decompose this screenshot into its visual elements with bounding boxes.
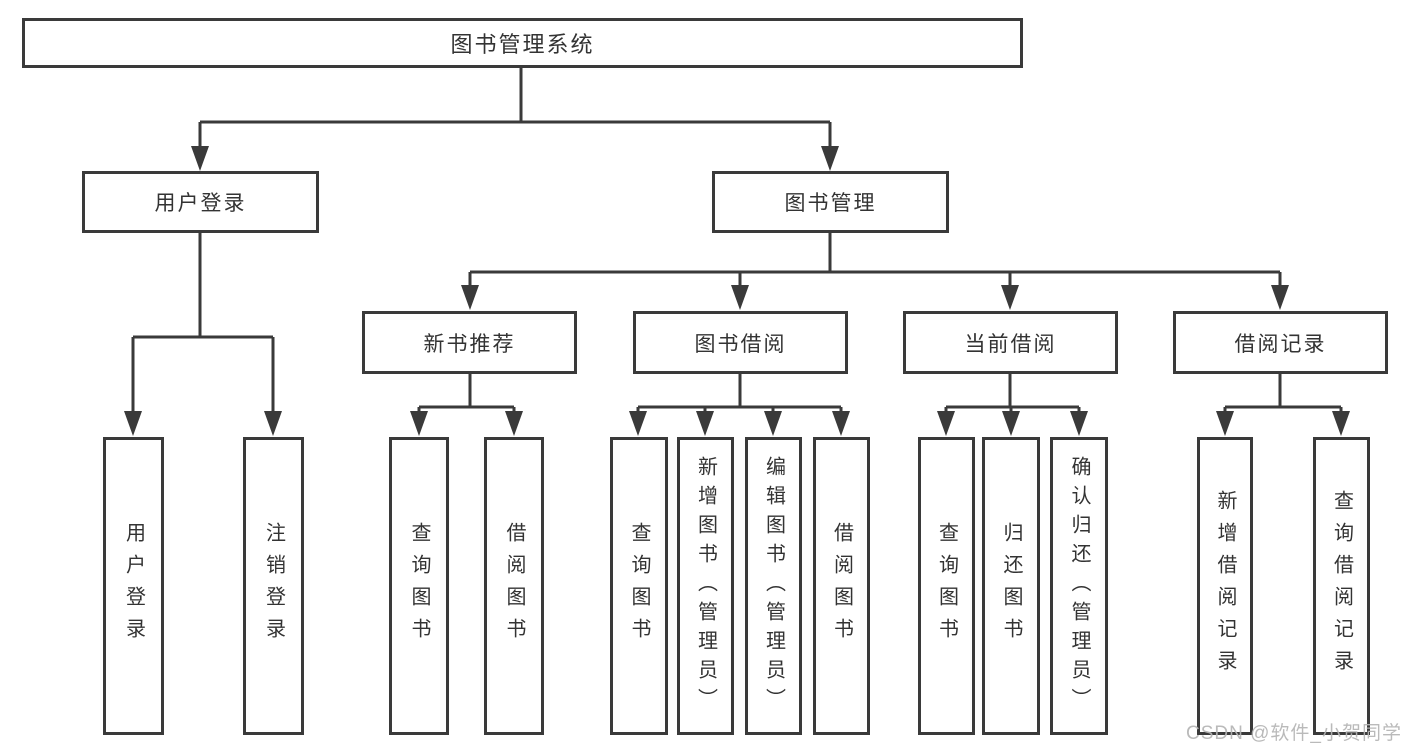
node-new-book-recommend: 新书推荐: [362, 311, 577, 374]
arrowhead: [410, 411, 428, 436]
leaf-user-login: 用户登录: [103, 437, 164, 735]
arrowhead: [124, 411, 142, 436]
arrowhead: [1002, 411, 1020, 436]
node-user-login: 用户登录: [82, 171, 319, 233]
arrowhead: [821, 146, 839, 171]
node-borrowing-records: 借阅记录: [1173, 311, 1388, 374]
arrowhead: [505, 411, 523, 436]
arrowhead: [1332, 411, 1350, 436]
leaf-label: 借阅图书: [830, 522, 853, 650]
leaf-label: 查询图书: [408, 522, 430, 650]
leaf-confirm-return-admin: 确认归还（管理员）: [1050, 437, 1108, 735]
node-label: 当前借阅: [964, 332, 1057, 356]
node-library-management-system: 图书管理系统: [22, 18, 1023, 68]
arrowhead: [461, 285, 479, 310]
arrowhead: [696, 411, 714, 436]
leaf-label: 编辑图书（管理员）: [762, 455, 785, 717]
arrowhead: [264, 411, 282, 436]
leaf-label: 新增借阅记录: [1214, 490, 1236, 682]
node-label: 新书推荐: [423, 332, 516, 356]
leaf-query-books-borrowing: 查询图书: [610, 437, 668, 735]
leaf-label: 查询借阅记录: [1330, 490, 1353, 682]
leaf-add-books-admin: 新增图书（管理员）: [677, 437, 734, 735]
leaf-query-books-recommend: 查询图书: [389, 437, 449, 735]
leaf-borrow-books-borrowing: 借阅图书: [813, 437, 870, 735]
arrowhead: [731, 285, 749, 310]
node-book-borrowing: 图书借阅: [633, 311, 848, 374]
arrowhead: [629, 411, 647, 436]
leaf-label: 新增图书（管理员）: [694, 455, 717, 717]
arrowhead: [1271, 285, 1289, 310]
arrowhead: [832, 411, 850, 436]
arrowhead: [1070, 411, 1088, 436]
leaf-query-borrow-record: 查询借阅记录: [1313, 437, 1370, 735]
leaf-label: 用户登录: [122, 522, 145, 650]
node-label: 用户登录: [154, 192, 247, 215]
leaf-label: 确认归还（管理员）: [1068, 455, 1090, 717]
leaf-add-borrow-record: 新增借阅记录: [1197, 437, 1253, 735]
leaf-label: 查询图书: [628, 522, 650, 650]
leaf-label: 查询图书: [935, 522, 958, 650]
arrowhead: [764, 411, 782, 436]
leaf-label: 借阅图书: [503, 522, 525, 650]
leaf-logout: 注销登录: [243, 437, 304, 735]
node-label: 图书管理系统: [450, 32, 595, 57]
leaf-label: 归还图书: [1000, 522, 1022, 650]
leaf-edit-books-admin: 编辑图书（管理员）: [745, 437, 802, 735]
node-label: 借阅记录: [1234, 332, 1327, 356]
arrowhead: [191, 146, 209, 171]
node-book-management: 图书管理: [712, 171, 949, 233]
arrowhead: [1216, 411, 1234, 436]
node-label: 图书管理: [784, 192, 877, 215]
node-label: 图书借阅: [694, 332, 787, 356]
leaf-label: 注销登录: [262, 522, 285, 650]
arrowhead: [937, 411, 955, 436]
leaf-query-books-current: 查询图书: [918, 437, 975, 735]
node-current-borrowing: 当前借阅: [903, 311, 1118, 374]
leaf-return-books: 归还图书: [982, 437, 1040, 735]
arrowhead: [1001, 285, 1019, 310]
leaf-borrow-books-recommend: 借阅图书: [484, 437, 544, 735]
